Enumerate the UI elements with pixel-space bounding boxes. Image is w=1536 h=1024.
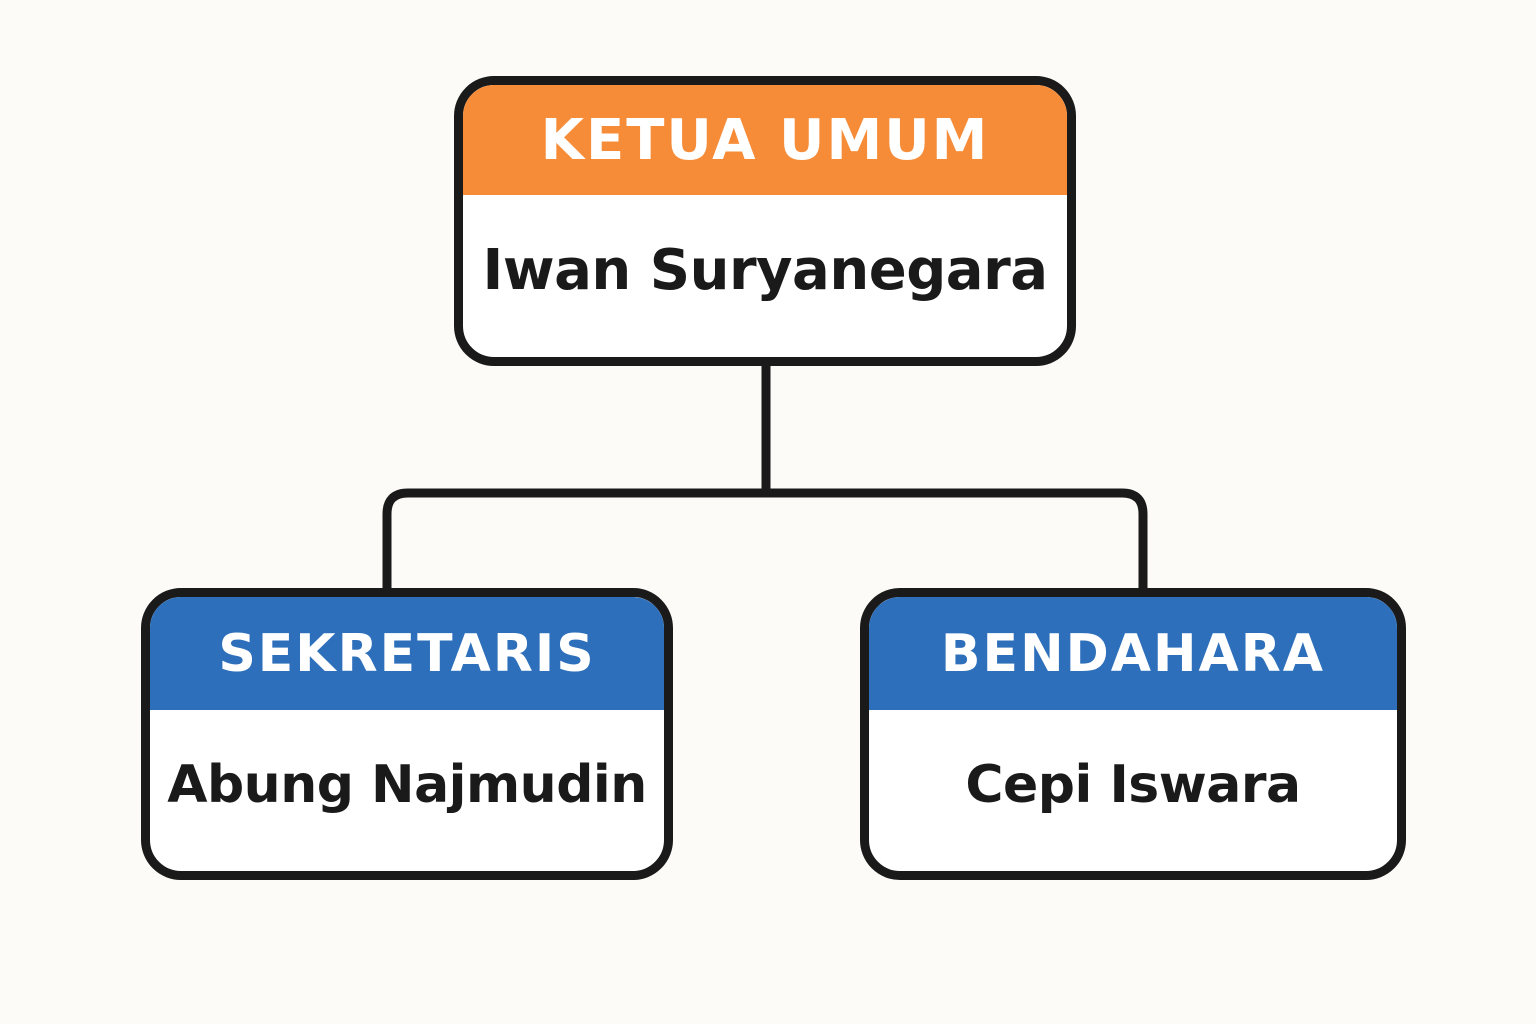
role-label-bendahara: BENDAHARA	[940, 623, 1326, 684]
role-label-sekretaris: SEKRETARIS	[218, 623, 596, 684]
connector-branch	[382, 488, 1148, 592]
person-name-ketua-umum: Iwan Suryanegara	[482, 237, 1048, 303]
card-bendahara-body: Cepi Iswara	[869, 710, 1397, 860]
role-label-ketua-umum: KETUA UMUM	[540, 107, 990, 173]
card-bendahara-header: BENDAHARA	[869, 597, 1397, 710]
card-ketua-umum-body: Iwan Suryanegara	[463, 195, 1067, 345]
card-sekretaris-header: SEKRETARIS	[150, 597, 664, 710]
person-name-bendahara: Cepi Iswara	[965, 755, 1301, 815]
card-ketua-umum: KETUA UMUM Iwan Suryanegara	[454, 76, 1076, 366]
card-ketua-umum-header: KETUA UMUM	[463, 85, 1067, 195]
card-sekretaris: SEKRETARIS Abung Najmudin	[141, 588, 673, 880]
card-bendahara: BENDAHARA Cepi Iswara	[860, 588, 1406, 880]
person-name-sekretaris: Abung Najmudin	[167, 755, 647, 815]
card-sekretaris-body: Abung Najmudin	[150, 710, 664, 860]
